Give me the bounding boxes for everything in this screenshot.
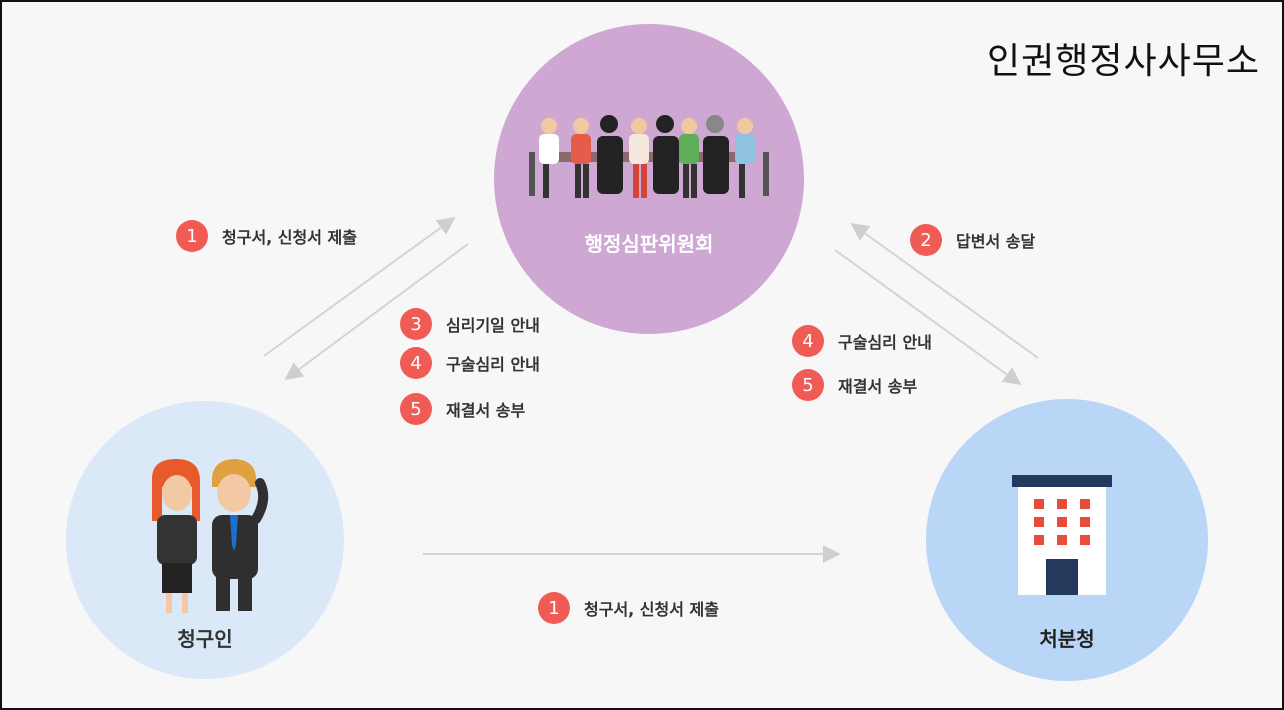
step-number-badge: 3 <box>400 308 432 340</box>
arrow-committee-to-claimant <box>284 243 469 381</box>
step-oral-hearing-notice: 4 구술심리 안내 <box>400 347 540 379</box>
step-label: 심리기일 안내 <box>446 316 540 335</box>
step-number-badge: 5 <box>792 369 824 401</box>
step-label: 재결서 송부 <box>446 401 526 420</box>
building-icon <box>1012 475 1112 595</box>
step-label: 구술심리 안내 <box>838 333 932 352</box>
arrow-committee-to-agency <box>834 249 1022 386</box>
step-number-badge: 4 <box>792 325 824 357</box>
step-number-badge: 1 <box>176 220 208 252</box>
step-label: 구술심리 안내 <box>446 355 540 374</box>
agency-node: 처분청 <box>926 399 1208 681</box>
step-label: 청구서, 신청서 제출 <box>222 228 357 247</box>
agency-label: 처분청 <box>1039 627 1095 651</box>
step-submit-claim-agency: 1 청구서, 신청서 제출 <box>538 592 719 624</box>
claimant-node: 청구인 <box>66 401 344 679</box>
arrow-agency-to-committee <box>850 222 1039 359</box>
step-number-badge: 2 <box>910 224 942 256</box>
step-label: 재결서 송부 <box>838 377 918 396</box>
step-label: 답변서 송달 <box>956 232 1036 251</box>
committee-node: 행정심판위원회 <box>494 24 804 334</box>
arrow-claimant-to-committee <box>263 216 456 357</box>
step-number-badge: 4 <box>400 347 432 379</box>
step-label: 청구서, 신청서 제출 <box>584 600 719 619</box>
step-ruling-delivery: 5 재결서 송부 <box>400 393 525 425</box>
claimant-label: 청구인 <box>177 627 233 651</box>
meeting-people-icon <box>529 115 769 198</box>
step-number-badge: 1 <box>538 592 570 624</box>
step-hearing-date-notice: 3 심리기일 안내 <box>400 308 540 340</box>
step-ruling-delivery-agency: 5 재결서 송부 <box>792 369 917 401</box>
committee-label: 행정심판위원회 <box>584 232 714 256</box>
brand-title: 인권행정사사무소 <box>987 41 1260 82</box>
step-submit-claim: 1 청구서, 신청서 제출 <box>176 220 357 252</box>
claimant-people-icon <box>152 459 269 613</box>
step-number-badge: 5 <box>400 393 432 425</box>
step-answer-delivery: 2 답변서 송달 <box>910 224 1035 256</box>
step-oral-hearing-notice-agency: 4 구술심리 안내 <box>792 325 932 357</box>
